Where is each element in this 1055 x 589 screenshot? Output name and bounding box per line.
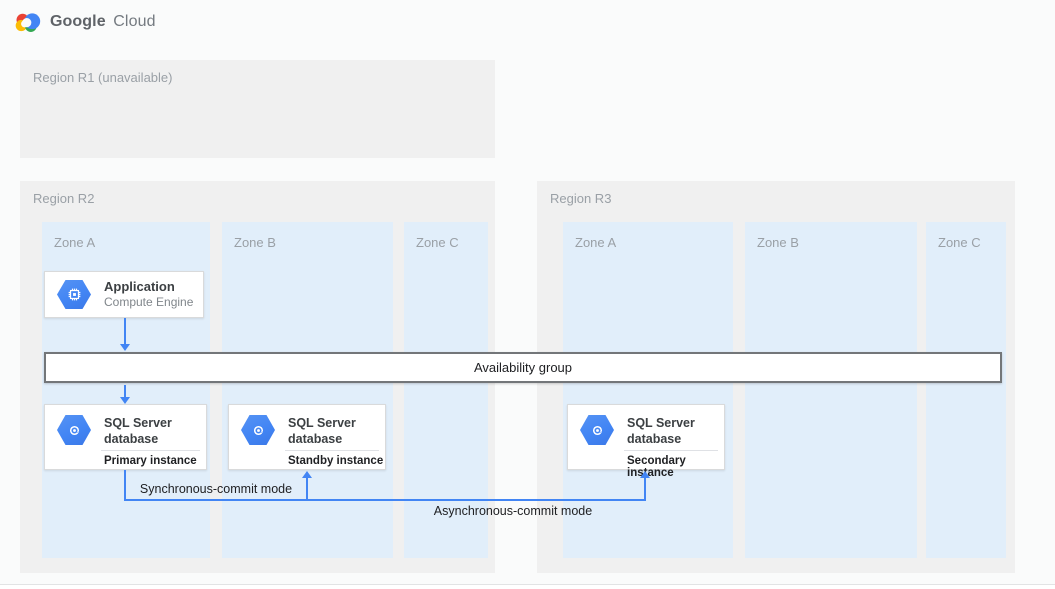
connector-line	[124, 385, 126, 398]
application-subtitle: Compute Engine	[104, 295, 194, 310]
zone-label: Zone B	[757, 235, 799, 250]
arrowhead-up-icon	[640, 471, 650, 478]
sql-standby-instance-label: Standby instance	[288, 455, 384, 467]
connector-line	[124, 470, 126, 501]
brand-google: Google	[50, 13, 106, 30]
sql-primary-instance-label: Primary instance	[104, 455, 197, 467]
region-r3-zone-b: Zone B	[745, 222, 917, 558]
divider	[624, 450, 718, 451]
region-r2-label: Region R2	[33, 191, 95, 206]
divider	[101, 450, 200, 451]
sql-server-hexagon-icon	[580, 415, 614, 445]
region-r3-zone-a: Zone A	[563, 222, 733, 558]
region-r1: Region R1 (unavailable)	[20, 60, 495, 158]
zone-label: Zone B	[234, 235, 276, 250]
connector-line	[124, 499, 646, 501]
divider	[285, 450, 379, 451]
arrowhead-up-icon	[302, 471, 312, 478]
sql-server-hexagon-icon	[241, 415, 275, 445]
region-r2-zone-b: Zone B	[222, 222, 393, 558]
zone-label: Zone C	[938, 235, 981, 250]
brand-cloud: Cloud	[113, 13, 156, 30]
synchronous-commit-label: Synchronous-commit mode	[139, 482, 293, 496]
sql-secondary-title: SQL Server database	[627, 416, 695, 446]
brand-wordmark: Google Cloud	[50, 13, 156, 31]
zone-label: Zone C	[416, 235, 459, 250]
header: Google Cloud	[14, 11, 156, 33]
page-margin	[0, 585, 1055, 589]
sql-standby-card: SQL Server database Standby instance	[228, 404, 386, 470]
connector-line	[306, 478, 308, 500]
availability-group-bar: Availability group	[44, 352, 1002, 383]
region-r3-zone-c: Zone C	[926, 222, 1006, 558]
region-r2-zone-c: Zone C	[404, 222, 488, 558]
connector-line	[644, 478, 646, 500]
asynchronous-commit-label: Asynchronous-commit mode	[433, 504, 593, 518]
zone-label: Zone A	[575, 235, 617, 250]
arrowhead-down-icon	[120, 397, 130, 404]
sql-standby-title: SQL Server database	[288, 416, 356, 446]
sql-server-hexagon-icon	[57, 415, 91, 445]
google-cloud-logo-icon	[15, 13, 41, 32]
region-r1-label: Region R1 (unavailable)	[33, 70, 173, 85]
zone-label: Zone A	[54, 235, 96, 250]
availability-group-label: Availability group	[473, 360, 573, 375]
region-r3-label: Region R3	[550, 191, 612, 206]
compute-engine-hexagon-icon	[57, 280, 91, 309]
divider	[0, 584, 1055, 585]
sql-primary-title: SQL Server database	[104, 416, 172, 446]
connector-line	[124, 318, 126, 345]
application-card: Application Compute Engine	[44, 271, 204, 318]
arrowhead-down-icon	[120, 344, 130, 351]
application-title: Application	[104, 279, 175, 295]
sql-primary-card: SQL Server database Primary instance	[44, 404, 207, 470]
sql-secondary-instance-label: Secondary instance	[627, 455, 686, 479]
sql-secondary-card: SQL Server database Secondary instance	[567, 404, 725, 479]
